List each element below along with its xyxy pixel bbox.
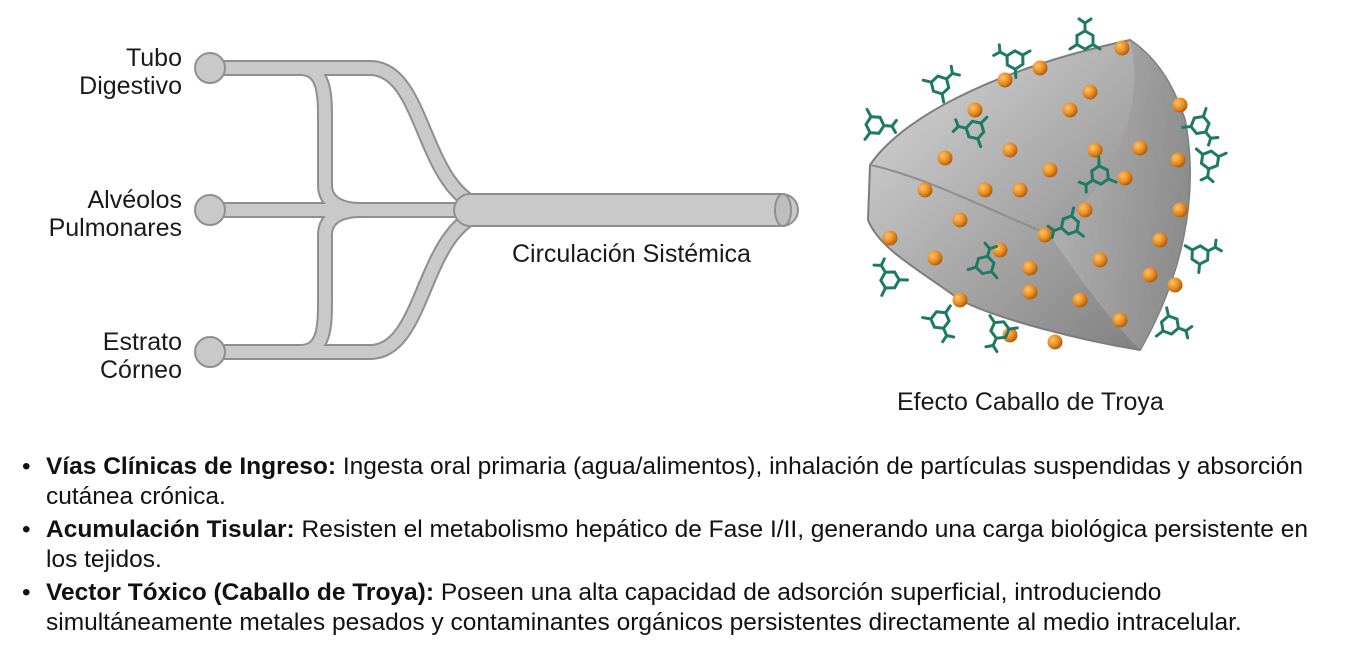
organic-molecule bbox=[992, 43, 1032, 79]
metal-bead bbox=[1152, 232, 1168, 248]
bullet-item: • Vector Tóxico (Caballo de Troya): Pose… bbox=[18, 578, 1338, 638]
metal-bead bbox=[1077, 202, 1093, 218]
metal-bead bbox=[917, 182, 933, 198]
source-node-digestive bbox=[194, 52, 226, 84]
metal-bead bbox=[1142, 267, 1158, 283]
organic-molecule bbox=[1077, 156, 1118, 194]
metal-bead bbox=[927, 250, 943, 266]
bullet-item: • Acumulación Tisular: Resisten el metab… bbox=[18, 515, 1338, 575]
metal-bead bbox=[992, 242, 1008, 258]
metal-bead bbox=[937, 150, 953, 166]
bullet-dot: • bbox=[22, 453, 31, 480]
systemic-circulation-label: Circulación Sistémica bbox=[512, 240, 751, 268]
bullet-text: Ingesta oral primaria (agua/alimentos), … bbox=[46, 453, 1303, 510]
metal-bead bbox=[997, 72, 1013, 88]
organic-molecule bbox=[921, 304, 956, 344]
organic-molecule bbox=[966, 241, 999, 280]
metal-bead bbox=[1072, 292, 1088, 308]
metal-bead bbox=[1167, 277, 1183, 293]
organic-molecule bbox=[951, 115, 989, 149]
adsorbed-organic-molecules bbox=[863, 17, 1228, 354]
metal-bead bbox=[1012, 182, 1028, 198]
source-nodes bbox=[194, 52, 226, 368]
metal-bead bbox=[1022, 284, 1038, 300]
trojan-particle-illustration bbox=[863, 17, 1228, 354]
source-label-lung: Alvéolos Pulmonares bbox=[48, 186, 182, 242]
metal-bead bbox=[1132, 140, 1148, 156]
bullet-text: Poseen una alta capacidad de adsorción s… bbox=[46, 579, 1242, 636]
pipe-network bbox=[202, 60, 799, 360]
source-node-skin bbox=[194, 336, 226, 368]
metal-bead bbox=[1047, 334, 1063, 350]
organic-molecule bbox=[1194, 147, 1228, 184]
source-label-digestive: Tubo Digestivo bbox=[79, 44, 182, 100]
metal-bead bbox=[977, 182, 993, 198]
bullet-title: Vector Tóxico (Caballo de Troya): bbox=[46, 579, 435, 606]
metal-bead bbox=[1002, 142, 1018, 158]
source-label-skin: Estrato Córneo bbox=[100, 328, 182, 384]
adsorbed-metal-beads bbox=[882, 40, 1188, 350]
metal-bead bbox=[1092, 252, 1108, 268]
metal-bead bbox=[1172, 97, 1188, 113]
organic-molecule bbox=[1068, 17, 1102, 51]
metal-bead bbox=[1087, 142, 1103, 158]
bullet-text: Resisten el metabolismo hepático de Fase… bbox=[46, 516, 1308, 573]
metal-bead bbox=[1082, 84, 1098, 100]
metal-bead bbox=[952, 212, 968, 228]
bullet-dot: • bbox=[22, 579, 31, 606]
metal-bead bbox=[1172, 202, 1188, 218]
metal-bead bbox=[1032, 60, 1048, 76]
bullet-title: Vías Clínicas de Ingreso: bbox=[46, 453, 337, 480]
bullet-title: Acumulación Tisular: bbox=[46, 516, 295, 543]
organic-molecule bbox=[863, 107, 898, 141]
exposure-diagram bbox=[194, 17, 1228, 368]
metal-bead bbox=[1022, 260, 1038, 276]
metal-bead bbox=[1114, 40, 1130, 56]
key-points-list: • Vías Clínicas de Ingreso: Ingesta oral… bbox=[18, 452, 1338, 641]
metal-bead bbox=[882, 230, 898, 246]
metal-bead bbox=[1037, 227, 1053, 243]
metal-bead bbox=[1117, 170, 1133, 186]
trojan-horse-caption: Efecto Caballo de Troya bbox=[897, 388, 1164, 416]
organic-molecule bbox=[1181, 107, 1220, 147]
metal-bead bbox=[1112, 312, 1128, 328]
metal-bead bbox=[1062, 102, 1078, 118]
organic-molecule bbox=[984, 314, 1019, 354]
organic-molecule bbox=[1154, 306, 1194, 340]
organic-molecule bbox=[921, 64, 961, 104]
organic-molecule bbox=[872, 257, 909, 297]
metal-bead bbox=[952, 292, 968, 308]
metal-bead bbox=[1042, 162, 1058, 178]
organic-molecule bbox=[1046, 206, 1085, 240]
metal-bead bbox=[1170, 152, 1186, 168]
metal-bead bbox=[967, 102, 983, 118]
organic-molecule bbox=[1183, 238, 1223, 274]
bullet-dot: • bbox=[22, 516, 31, 543]
source-node-lung bbox=[194, 194, 226, 226]
bullet-item: • Vías Clínicas de Ingreso: Ingesta oral… bbox=[18, 452, 1338, 512]
